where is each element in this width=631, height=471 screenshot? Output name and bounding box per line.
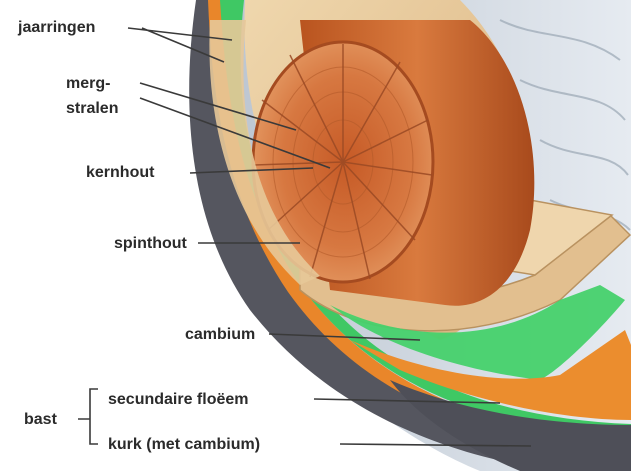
label-kurk: kurk (met cambium) <box>108 436 260 453</box>
label-secundaire-floeem: secundaire floëem <box>108 391 249 408</box>
label-jaarringen: jaarringen <box>18 19 95 36</box>
bast-bracket <box>78 389 98 444</box>
label-mergstralen-line1: merg- <box>66 75 110 92</box>
label-cambium: cambium <box>185 326 255 343</box>
label-bast: bast <box>24 411 57 428</box>
label-mergstralen-line2: stralen <box>66 100 118 117</box>
label-kernhout: kernhout <box>86 164 154 181</box>
label-spinthout: spinthout <box>114 235 187 252</box>
